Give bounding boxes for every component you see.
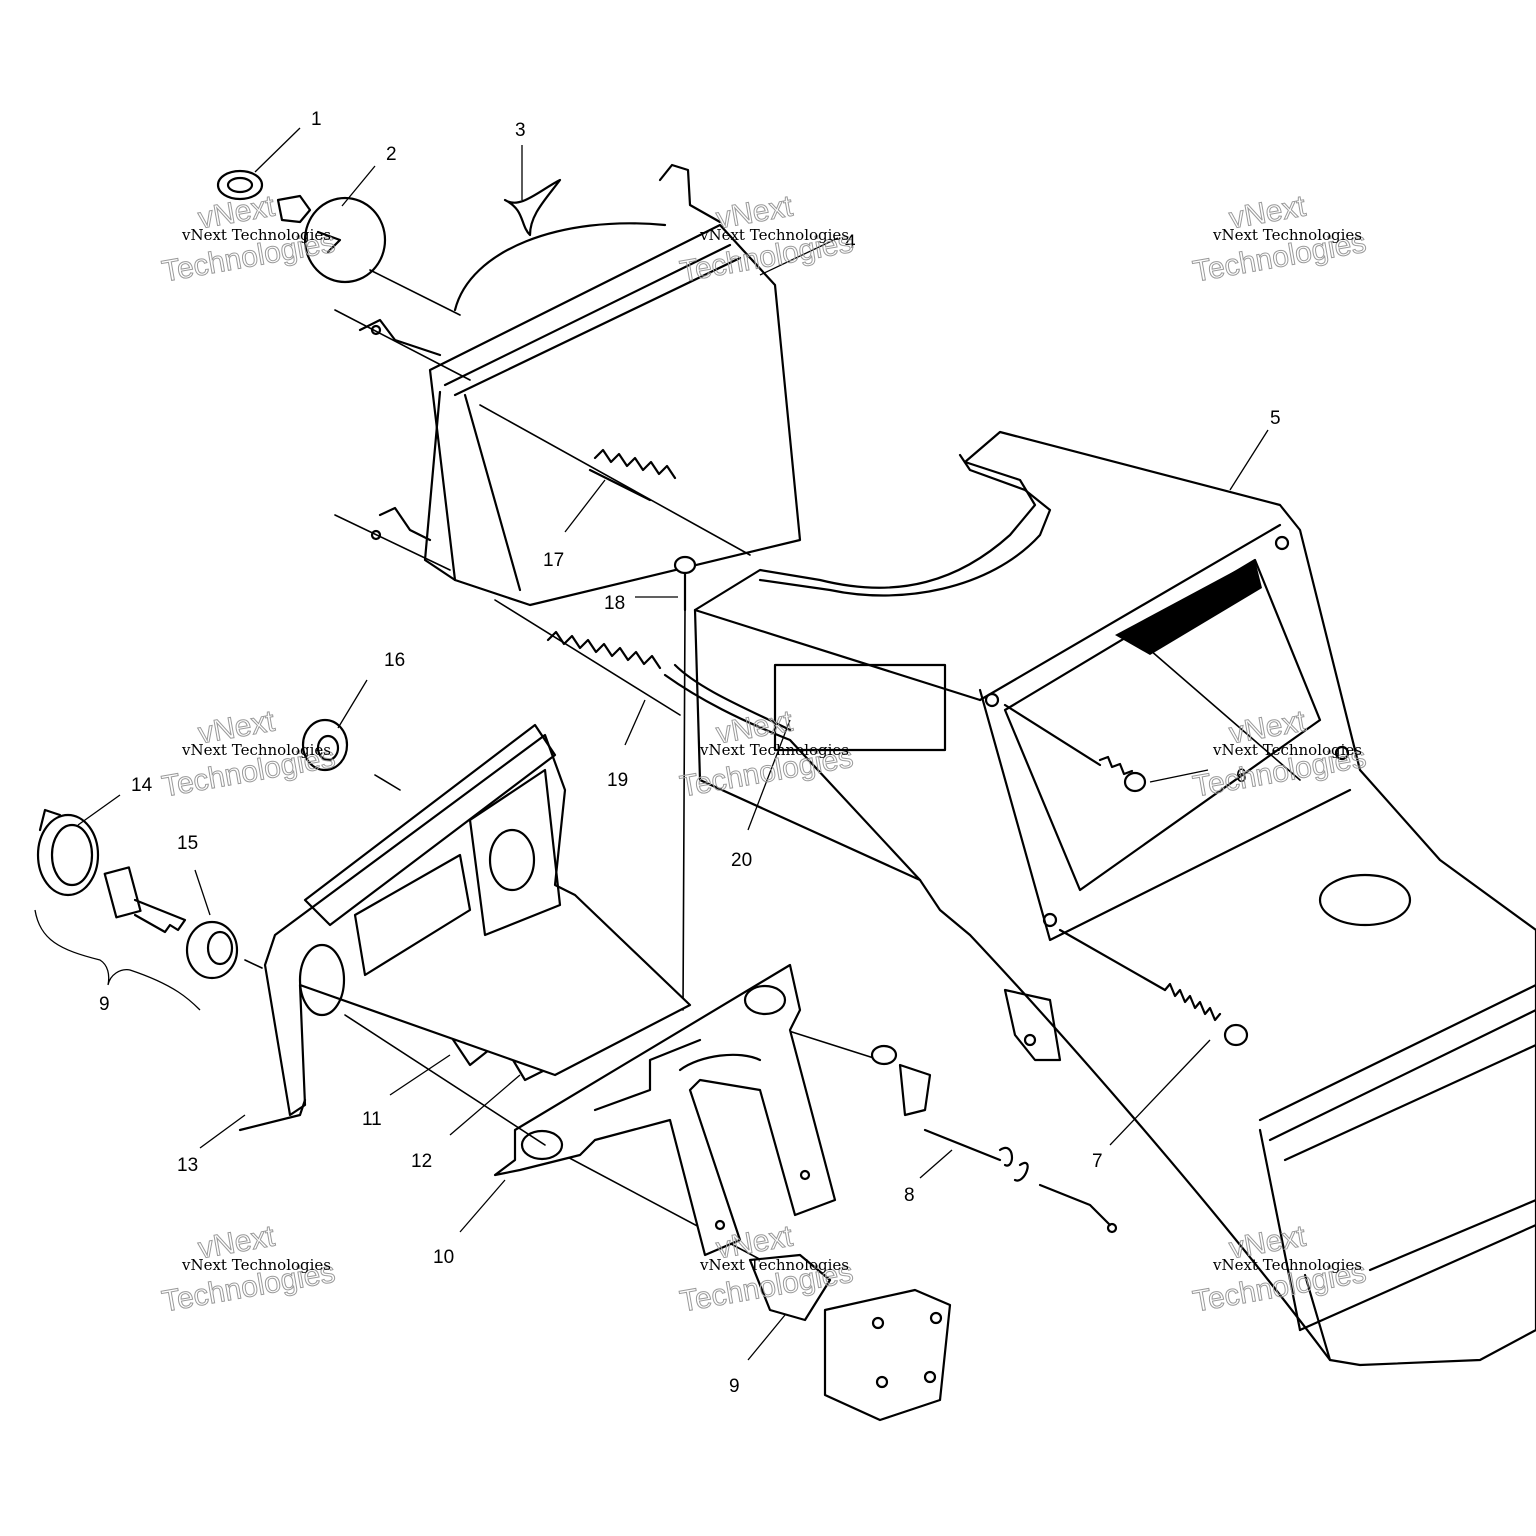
watermark-bottom-left: vNext Technologies vNext Technologies — [159, 1219, 338, 1319]
callout-2: 2 — [386, 144, 397, 165]
hood-cowl — [663, 429, 1536, 1367]
svg-text:vNext Technologies: vNext Technologies — [699, 226, 849, 244]
watermark-top-left: vNext Technologies vNext Technologies — [159, 189, 338, 289]
screw-7 — [1058, 928, 1249, 1146]
callout-15: 15 — [177, 833, 198, 854]
watermark-top-center: vNext Technologies vNext Technologies — [677, 189, 856, 289]
callout-10: 10 — [433, 1247, 454, 1268]
callout-5: 5 — [1270, 408, 1281, 429]
callout-17: 17 — [543, 550, 564, 571]
callout-16: 16 — [384, 650, 405, 671]
svg-text:vNext Technologies: vNext Technologies — [181, 741, 331, 759]
key-assembly-bracket — [34, 909, 201, 1011]
socket-nut — [216, 127, 301, 201]
key-bezel — [36, 794, 121, 897]
callout-9-switch: 9 — [729, 1376, 740, 1397]
svg-text:vNext Technologies: vNext Technologies — [181, 1256, 331, 1274]
svg-text:vNext Technologies: vNext Technologies — [1212, 226, 1362, 244]
watermark-top-right: vNext Technologies vNext Technologies — [1190, 189, 1369, 289]
callout-19: 19 — [607, 770, 628, 791]
decal-leader — [747, 719, 791, 831]
callout-13: 13 — [177, 1155, 198, 1176]
callout-11: 11 — [362, 1109, 382, 1130]
callout-20: 20 — [731, 850, 752, 871]
svg-text:vNext Technologies: vNext Technologies — [1212, 741, 1362, 759]
callout-12: 12 — [411, 1151, 432, 1172]
callout-4: 4 — [845, 232, 856, 253]
headlight-housing — [334, 163, 839, 607]
callout-3: 3 — [515, 120, 526, 141]
callout-6: 6 — [1236, 766, 1247, 787]
grommet — [185, 869, 263, 980]
mount-bracket — [459, 963, 837, 1257]
watermark-mid-left: vNext Technologies vNext Technologies — [159, 704, 338, 804]
ignition-switch — [544, 1144, 952, 1422]
svg-text:vNext Technologies: vNext Technologies — [1212, 1256, 1362, 1274]
screw-6 — [1003, 703, 1209, 793]
svg-text:vNext Technologies: vNext Technologies — [181, 226, 331, 244]
svg-text:vNext Technologies: vNext Technologies — [699, 741, 849, 759]
hex-nut — [301, 679, 401, 791]
callout-7: 7 — [1092, 1151, 1103, 1172]
callout-14: 14 — [131, 775, 153, 796]
spring-lower — [494, 599, 681, 746]
callout-8: 8 — [904, 1185, 915, 1206]
spring-upper — [479, 404, 751, 556]
callout-1: 1 — [311, 109, 322, 130]
callout-18: 18 — [604, 593, 625, 614]
wire-clip — [503, 145, 562, 237]
callout-9-key-assembly: 9 — [99, 994, 110, 1015]
svg-text:vNext Technologies: vNext Technologies — [699, 1256, 849, 1274]
headlight-bulb — [276, 165, 461, 316]
dash-panel — [199, 723, 692, 1149]
watermark-bottom-right: vNext Technologies vNext Technologies — [1190, 1219, 1369, 1319]
ignition-key — [103, 866, 187, 934]
screw — [635, 555, 697, 1011]
